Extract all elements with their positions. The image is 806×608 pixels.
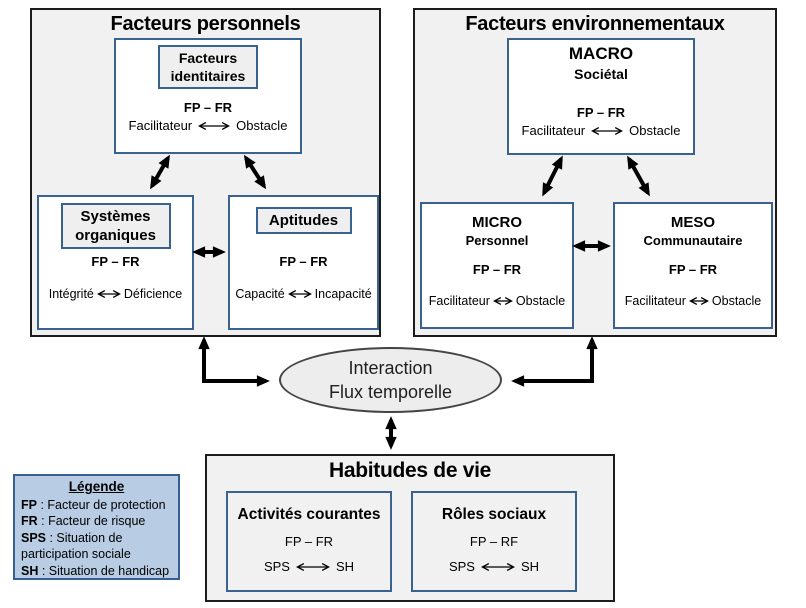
- box-subtitle-micro: Personnel: [465, 233, 529, 248]
- legend-desc: : Situation de handicap: [38, 563, 170, 578]
- box-title-macro: MACRO: [568, 44, 634, 63]
- double-arrow-icon: [96, 289, 122, 299]
- fp-fr-text: FP – FR: [183, 100, 233, 115]
- continuum-line: SPS SH: [228, 559, 390, 574]
- legend-item-sh: SH : Situation de handicap: [21, 563, 172, 580]
- continuum-left: Facilitateur: [428, 294, 490, 308]
- fp-fr-text: FP – RF: [469, 534, 519, 549]
- continuum-left: Capacité: [235, 287, 285, 301]
- label-aptitudes: Aptitudes: [255, 207, 352, 234]
- legend-desc: : Facteur de protection: [36, 497, 166, 512]
- double-arrow-icon: [492, 296, 514, 306]
- continuum-line: Facilitateur Obstacle: [422, 294, 572, 308]
- box-subtitle-macro: Sociétal: [574, 66, 628, 82]
- legend-item-fp: FP : Facteur de protection: [21, 497, 172, 514]
- label-line-2: identitaires: [170, 68, 246, 84]
- continuum-right: Incapacité: [314, 287, 372, 301]
- continuum-line: Facilitateur Obstacle: [116, 118, 300, 133]
- double-arrow-icon: [688, 296, 710, 306]
- legend-abbr: FR: [21, 514, 38, 528]
- continuum-right: Déficience: [123, 287, 183, 301]
- fp-fr-text: FP – FR: [284, 534, 334, 549]
- box-title-roles: Rôles sociaux: [441, 506, 547, 523]
- box-subtitle-meso: Communautaire: [643, 233, 743, 248]
- continuum-left: Intégrité: [48, 287, 94, 301]
- continuum-left: SPS: [263, 559, 290, 574]
- double-arrow-icon: [480, 562, 516, 572]
- box-macro-societal: MACRO Sociétal FP – FR Facilitateur Obst…: [507, 38, 695, 155]
- panel-env-title: Facteurs environnementaux: [465, 13, 725, 35]
- continuum-left: Facilitateur: [521, 123, 586, 138]
- fp-fr-text: FP – FR: [279, 254, 328, 269]
- legend-title: Légende: [68, 479, 125, 494]
- label-facteurs-identitaires: Facteurs identitaires: [158, 45, 258, 89]
- continuum-line: SPS SH: [413, 559, 575, 574]
- box-activites-courantes: Activités courantes FP – FR SPS SH: [226, 491, 392, 592]
- continuum-right: Obstacle: [236, 118, 288, 133]
- box-roles-sociaux: Rôles sociaux FP – RF SPS SH: [411, 491, 577, 592]
- legend-abbr: FP: [21, 497, 37, 512]
- double-arrow-icon: [295, 562, 331, 572]
- continuum-right: SH: [520, 559, 540, 574]
- label-line-2: organiques: [75, 227, 156, 244]
- box-title-activites: Activités courantes: [237, 506, 381, 523]
- box-micro-personnel: MICRO Personnel FP – FR Facilitateur Obs…: [420, 202, 574, 329]
- legend-desc: : Facteur de risque: [37, 514, 146, 528]
- box-facteurs-identitaires: Facteurs identitaires FP – FR Facilitate…: [114, 38, 302, 154]
- continuum-right: Obstacle: [515, 294, 566, 308]
- ellipse-line-1: Interaction: [348, 358, 433, 378]
- panel-habits-title: Habitudes de vie: [328, 459, 492, 482]
- legend-desc: : Situation de participation sociale: [21, 530, 131, 562]
- fp-fr-text: FP – FR: [472, 262, 522, 277]
- double-arrow-icon: [287, 289, 313, 299]
- continuum-left: SPS: [448, 559, 475, 574]
- box-title-micro: MICRO: [472, 214, 522, 231]
- panel-habitudes-de-vie: Habitudes de vie Activités courantes FP …: [205, 454, 615, 602]
- continuum-line: Facilitateur Obstacle: [509, 123, 693, 138]
- legend-abbr: SH: [21, 563, 39, 578]
- continuum-line: Facilitateur Obstacle: [615, 294, 771, 308]
- continuum-right: SH: [335, 559, 355, 574]
- continuum-right: Obstacle: [711, 294, 762, 308]
- panel-facteurs-environnementaux: Facteurs environnementaux MACRO Sociétal…: [413, 8, 777, 337]
- label-line-1: Systèmes: [80, 208, 151, 225]
- bidirectional-arrow-personal-interaction: [198, 336, 270, 387]
- fp-fr-text: FP – FR: [91, 254, 140, 269]
- fp-fr-text: FP – FR: [668, 262, 718, 277]
- label-line-1: Facteurs: [178, 50, 238, 66]
- panel-personal-title: Facteurs personnels: [110, 13, 301, 35]
- continuum-line: Capacité Incapacité: [230, 287, 377, 301]
- legend: Légende FP : Facteur de protection FR : …: [13, 474, 180, 580]
- continuum-right: Obstacle: [629, 123, 681, 138]
- legend-item-fr: FR : Facteur de risque: [21, 513, 172, 530]
- box-systemes-organiques: Systèmes organiques FP – FR Intégrité Dé…: [37, 195, 194, 330]
- continuum-left: Facilitateur: [128, 118, 193, 133]
- continuum-line: Intégrité Déficience: [39, 287, 192, 301]
- panel-facteurs-personnels: Facteurs personnels Facteurs identitaire…: [30, 8, 381, 337]
- fp-fr-text: FP – FR: [576, 105, 626, 120]
- double-arrow-icon: [590, 126, 624, 136]
- double-arrow-icon: [197, 121, 231, 131]
- legend-abbr: SPS: [21, 530, 47, 545]
- ellipse-line-2: Flux temporelle: [328, 382, 453, 402]
- box-meso-communautaire: MESO Communautaire FP – FR Facilitateur …: [613, 202, 773, 329]
- continuum-left: Facilitateur: [624, 294, 686, 308]
- label-systemes-organiques: Systèmes organiques: [60, 203, 171, 249]
- box-title-meso: MESO: [670, 214, 716, 231]
- box-aptitudes: Aptitudes FP – FR Capacité Incapacité: [228, 195, 379, 330]
- bidirectional-arrow-environmental-interaction: [511, 336, 598, 387]
- interaction-ellipse: Interaction Flux temporelle: [279, 347, 502, 413]
- legend-item-sps: SPS : Situation de participation sociale: [21, 530, 172, 563]
